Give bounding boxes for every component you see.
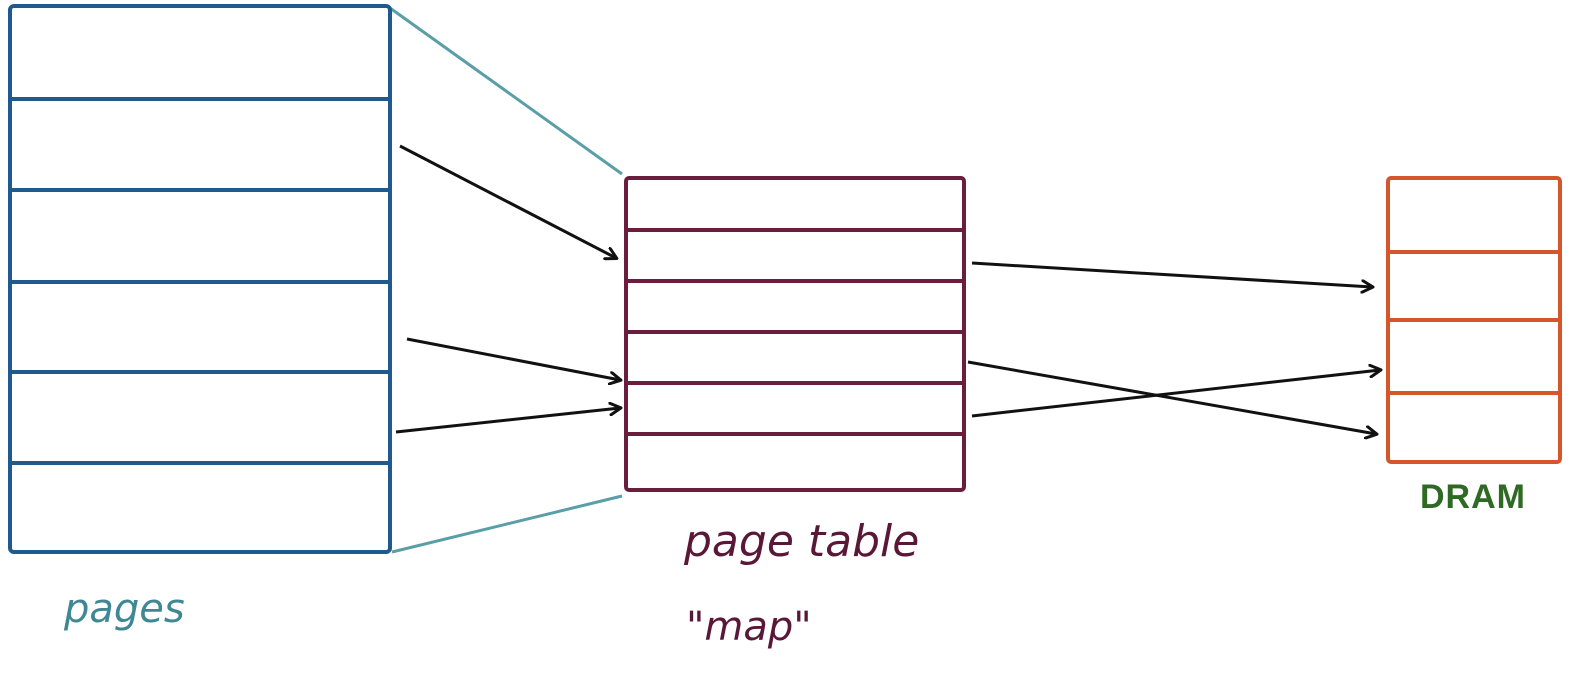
mapping-arrow [971, 261, 1372, 287]
page-table-block [624, 176, 966, 492]
dram-block [1386, 176, 1562, 464]
pages-block [8, 4, 392, 554]
map-label: "map" [686, 604, 812, 650]
zoom-line-top [389, 6, 623, 176]
mapping-arrow [967, 360, 1376, 434]
mapping-arrow [399, 144, 616, 258]
mapping-arrow [971, 370, 1380, 418]
page-table-label: page table [683, 516, 919, 567]
mapping-arrow [395, 408, 620, 434]
dram-label: DRAM [1420, 478, 1526, 516]
pages-label: pages [63, 586, 185, 632]
mapping-arrow [406, 337, 620, 380]
zoom-line-bottom [391, 494, 623, 554]
